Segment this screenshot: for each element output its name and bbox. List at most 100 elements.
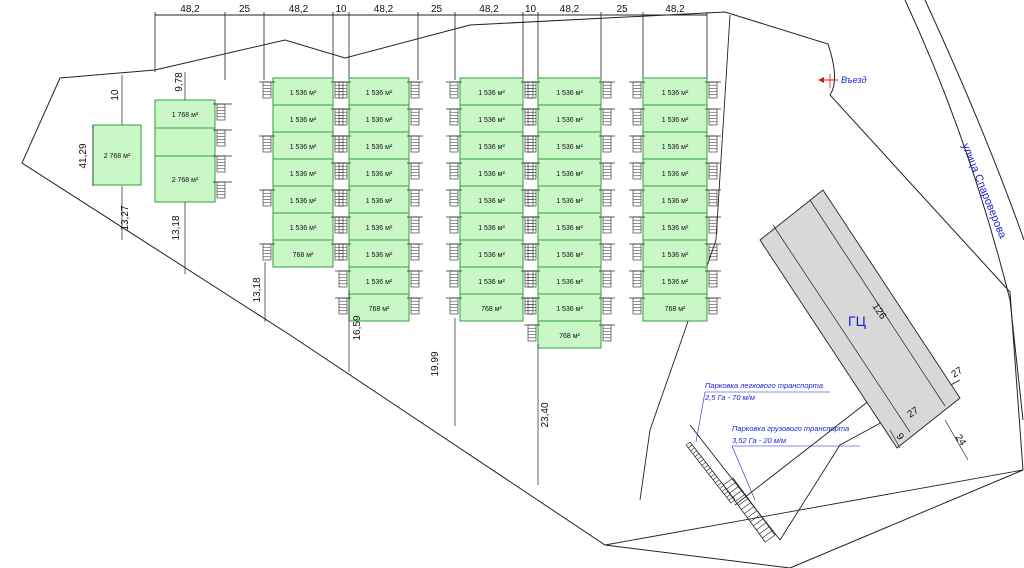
warehouse-block bbox=[459, 185, 524, 214]
loading-dock bbox=[705, 243, 721, 261]
loading-dock bbox=[629, 243, 645, 261]
parking-car-title: Парковка легкового транспорта bbox=[705, 381, 823, 390]
warehouse-block bbox=[348, 131, 410, 160]
block-area-label: 1 536 м² bbox=[556, 117, 583, 124]
loading-dock bbox=[407, 135, 423, 153]
internal-road-3 bbox=[734, 399, 871, 506]
block-area-label: 1 536 м² bbox=[556, 198, 583, 205]
parking-stall-line bbox=[744, 506, 755, 514]
block-area-label: 1 536 м² bbox=[662, 225, 689, 232]
parking-stall-line bbox=[701, 462, 706, 466]
block-area-label: 1 536 м² bbox=[556, 90, 583, 97]
warehouse-block-small bbox=[537, 320, 602, 349]
warehouse-block bbox=[459, 239, 524, 268]
dim-16-59: 16,59 bbox=[352, 315, 363, 340]
loading-dock bbox=[629, 297, 645, 315]
warehouse-block bbox=[642, 77, 708, 106]
warehouse-block bbox=[272, 77, 334, 106]
loading-dock bbox=[524, 135, 540, 153]
lower-boundary-line bbox=[604, 469, 1024, 546]
block-area-label: 1 536 м² bbox=[556, 306, 583, 313]
building-label: ГЦ bbox=[848, 313, 867, 329]
loading-dock bbox=[705, 162, 721, 180]
loading-dock bbox=[629, 108, 645, 126]
warehouse-block bbox=[537, 131, 602, 160]
loading-dock bbox=[446, 162, 462, 180]
parking-stall-line bbox=[688, 444, 693, 449]
block-area-label: 1 536 м² bbox=[366, 252, 393, 259]
internal-road-1 bbox=[639, 14, 731, 501]
block-area-label: 1 536 м² bbox=[662, 252, 689, 259]
dim-13-27: 13,27 bbox=[120, 205, 131, 230]
building-gc: ГЦ 126 27 27 24 9 bbox=[759, 189, 969, 461]
block-area-label: 1 768 м² bbox=[172, 112, 199, 119]
loading-dock bbox=[705, 297, 721, 315]
loading-dock bbox=[524, 162, 540, 180]
top-dimension-label: 10 bbox=[525, 4, 537, 15]
warehouse-block bbox=[537, 77, 602, 106]
loading-dock bbox=[599, 324, 615, 342]
loading-dock bbox=[705, 108, 721, 126]
block-area-label: 1 536 м² bbox=[290, 144, 317, 151]
warehouse-block bbox=[459, 131, 524, 160]
entry-marker: Въезд bbox=[818, 74, 867, 88]
warehouse-block bbox=[459, 266, 524, 295]
block-area-label: 1 536 м² bbox=[478, 252, 505, 259]
loading-dock bbox=[213, 129, 232, 147]
warehouse-block bbox=[459, 77, 524, 106]
loading-dock bbox=[629, 81, 645, 99]
loading-dock bbox=[407, 270, 423, 288]
loading-dock bbox=[407, 108, 423, 126]
parking-stall-line bbox=[738, 498, 749, 506]
block-area-label: 1 536 м² bbox=[366, 171, 393, 178]
parking-stall-line bbox=[747, 510, 758, 518]
loading-dock bbox=[335, 135, 351, 153]
block-area-label: 1 536 м² bbox=[478, 144, 505, 151]
parking-stall-line bbox=[712, 476, 718, 481]
block-area-label: 768 м² bbox=[293, 252, 314, 259]
warehouse-block-small bbox=[348, 293, 410, 322]
dim-13-18-a: 13,18 bbox=[171, 215, 182, 240]
parking-stall-line bbox=[697, 456, 702, 460]
parking-stall-line bbox=[719, 485, 724, 489]
loading-dock bbox=[259, 243, 275, 261]
loading-dock bbox=[705, 135, 721, 153]
parking-stall-line bbox=[699, 459, 704, 463]
parking-stall-line bbox=[694, 453, 700, 457]
top-dimension-label: 25 bbox=[431, 4, 443, 15]
warehouse-block-small bbox=[272, 239, 334, 268]
loading-dock bbox=[629, 270, 645, 288]
top-dimension-label: 48,2 bbox=[289, 4, 309, 15]
loading-dock bbox=[524, 108, 540, 126]
block-area-label: 1 536 м² bbox=[366, 198, 393, 205]
warehouse-block bbox=[642, 185, 708, 214]
parking-stall-line bbox=[721, 488, 727, 492]
loading-dock bbox=[335, 243, 351, 261]
loading-dock bbox=[524, 243, 540, 261]
block-col1-mid bbox=[154, 127, 216, 157]
dim-41-29: 41,29 bbox=[78, 143, 89, 168]
road-edge-inner bbox=[924, 0, 1024, 241]
block-col1-top: 1 768 м² bbox=[154, 99, 216, 129]
parking-stall-line bbox=[715, 479, 720, 484]
loading-dock bbox=[259, 81, 275, 99]
parking-stall-line bbox=[692, 450, 697, 455]
block-area-label: 1 536 м² bbox=[290, 198, 317, 205]
loading-dock bbox=[446, 297, 462, 315]
block-area-label: 1 536 м² bbox=[556, 225, 583, 232]
warehouse-block bbox=[642, 131, 708, 160]
loading-dock bbox=[335, 81, 351, 99]
parking-stall-line bbox=[765, 534, 776, 543]
loading-dock bbox=[524, 216, 540, 234]
loading-dock bbox=[629, 135, 645, 153]
loading-dock bbox=[599, 297, 615, 315]
loading-dock bbox=[629, 162, 645, 180]
road-edge-outer bbox=[904, 0, 1024, 421]
warehouse-block bbox=[272, 185, 334, 214]
site-boundary bbox=[21, 11, 1024, 568]
loading-dock bbox=[213, 155, 232, 173]
top-dimension-ticks bbox=[154, 12, 708, 80]
loading-dock bbox=[407, 189, 423, 207]
warehouse-block bbox=[348, 266, 410, 295]
